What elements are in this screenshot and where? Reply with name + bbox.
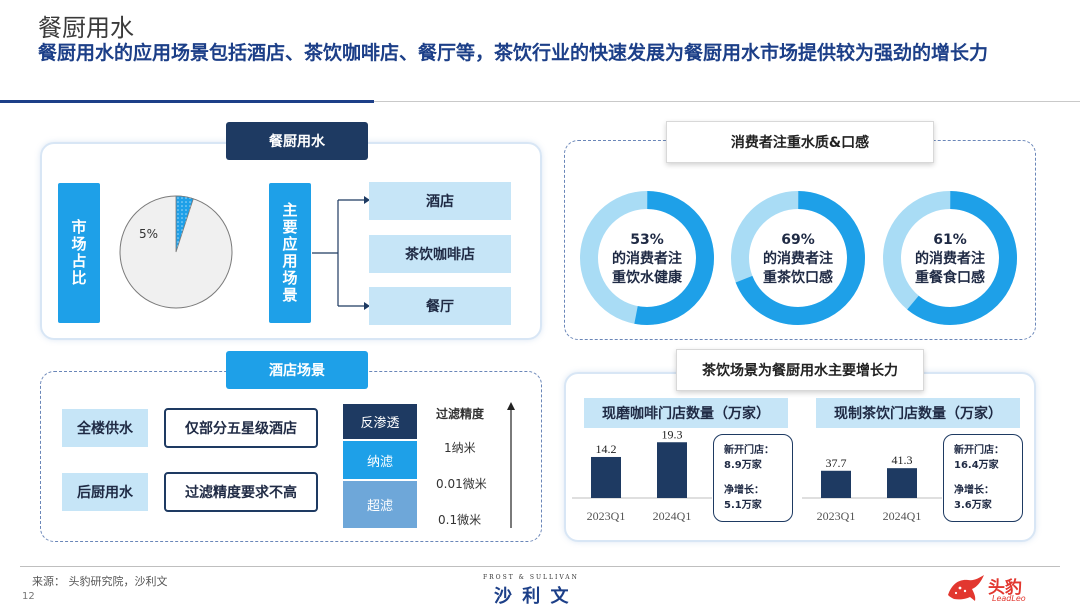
coffee-store-bar-chart: 14.2 2023Q1 19.3 2024Q1 [572, 430, 712, 523]
donut-3-line2: 重餐食口感 [915, 270, 985, 286]
precision-1nm: 1纳米 [444, 441, 476, 455]
donut-1-line1: 的消费者注 [612, 251, 682, 267]
precision-01um: 0.1微米 [438, 513, 482, 527]
scene-hotel: 酒店 [369, 182, 511, 220]
donut-2-arc [731, 191, 865, 325]
coffee-notes-new-value: 8.9万家 [724, 460, 762, 471]
donut-charts [580, 191, 1017, 325]
pie-label: 5% [139, 227, 159, 241]
leadleo-cn: 头豹 [988, 578, 1022, 598]
tea-panel-header: 茶饮场景为餐厨用水主要增长力 [676, 349, 924, 391]
coffee-value-label-2024Q1: 19.3 [662, 430, 683, 441]
scene-connector [312, 196, 370, 310]
leadleo-en: LeadLeo [992, 594, 1026, 603]
coffee-bar-2024Q1 [657, 442, 687, 498]
page-title: 餐厨用水 [38, 14, 134, 42]
coffee-bar-2023Q1 [591, 456, 621, 498]
donut-3-label: 61% 的消费者注 重餐食口感 [900, 231, 1000, 288]
tea-notes-net-label: 净增长： [954, 485, 994, 496]
scenes-label-text: 主要应用场景 [280, 202, 299, 304]
tea-bar-2023Q1 [821, 470, 851, 498]
donut-1-arc [580, 191, 714, 325]
tea-category-label-2024Q1: 2024Q1 [883, 509, 922, 523]
precision-title: 过滤精度 [436, 407, 485, 421]
row-whole-building-label: 全楼供水 [62, 409, 148, 447]
headline: 餐厨用水的应用场景包括酒店、茶饮咖啡店、餐厅等，茶饮行业的快速发展为餐厨用水市场… [38, 42, 989, 64]
scenes-label: 主要应用场景 [269, 183, 311, 323]
coffee-notes-net-value: 5.1万家 [724, 500, 762, 511]
tea-notes-new-label: 新开门店： [954, 445, 1004, 456]
coffee-notes-net-label: 净增长： [724, 485, 764, 496]
consumer-panel-header: 消费者注重水质&口感 [666, 121, 934, 163]
leopard-icon [948, 575, 984, 601]
donut-1-line2: 重饮水健康 [612, 270, 682, 286]
frost-sullivan-logo: 沙 利 文 [494, 586, 571, 607]
filter-nf: 纳滤 [343, 441, 417, 479]
donut-3-line1: 的消费者注 [915, 251, 985, 267]
tea-value-label-2024Q1: 41.3 [892, 453, 913, 467]
donut-1-value: 53% [630, 232, 664, 248]
leadleo-logo: 头豹 LeadLeo [946, 573, 1066, 605]
share-label: 市场占比 [58, 183, 100, 323]
donut-3-arc [883, 191, 1017, 325]
filter-ro: 反渗透 [343, 404, 417, 439]
coffee-category-label-2024Q1: 2024Q1 [653, 509, 692, 523]
tea-notes-net-value: 3.6万家 [954, 500, 992, 511]
coffee-notes: 新开门店： 8.9万家 净增长： 5.1万家 [713, 434, 793, 522]
tea-category-label-2023Q1: 2023Q1 [817, 509, 856, 523]
filter-uf: 超滤 [343, 481, 417, 528]
row-kitchen-desc: 过滤精度要求不高 [164, 472, 318, 512]
coffee-chart-title: 现磨咖啡门店数量（万家） [584, 398, 788, 428]
coffee-category-label-2023Q1: 2023Q1 [587, 509, 626, 523]
pie-slice-pattern [176, 196, 194, 252]
row-whole-building-desc: 仅部分五星级酒店 [164, 408, 318, 448]
donut-2-value: 69% [781, 232, 815, 248]
tea-notes: 新开门店： 16.4万家 净增长： 3.6万家 [943, 434, 1023, 522]
market-panel-header: 餐厨用水 [226, 122, 368, 160]
tea-value-label-2023Q1: 37.7 [826, 456, 847, 470]
donut-1-label: 53% 的消费者注 重饮水健康 [597, 231, 697, 288]
page-number: 12 [22, 591, 35, 602]
title-rule-accent [0, 100, 374, 103]
share-pie-chart [119, 195, 233, 309]
precision-arrow [507, 402, 515, 528]
row-kitchen-label: 后厨用水 [62, 473, 148, 511]
hotel-panel-header: 酒店场景 [226, 351, 368, 389]
scene-restaurant: 餐厅 [369, 287, 511, 325]
title-rule [374, 101, 1080, 102]
donut-3-value: 61% [933, 232, 967, 248]
donut-2-label: 69% 的消费者注 重茶饮口感 [748, 231, 848, 288]
coffee-notes-new-label: 新开门店： [724, 445, 774, 456]
frost-sullivan-small: FROST & SULLIVAN [483, 574, 579, 581]
tea-store-bar-chart: 37.7 2023Q1 41.3 2024Q1 [802, 453, 942, 523]
share-label-text: 市场占比 [69, 219, 88, 287]
precision-001um: 0.01微米 [436, 477, 487, 491]
scene-tea-coffee-shop: 茶饮咖啡店 [369, 235, 511, 273]
tea-bar-2024Q1 [887, 468, 917, 498]
donut-2-line2: 重茶饮口感 [763, 270, 833, 286]
donut-2-line1: 的消费者注 [763, 251, 833, 267]
footer-rule [20, 566, 1060, 567]
footer-source: 来源： 头豹研究院，沙利文 [32, 575, 168, 588]
tea-notes-new-value: 16.4万家 [954, 460, 999, 471]
coffee-value-label-2023Q1: 14.2 [596, 442, 617, 456]
tea-chart-title: 现制茶饮门店数量（万家） [816, 398, 1020, 428]
